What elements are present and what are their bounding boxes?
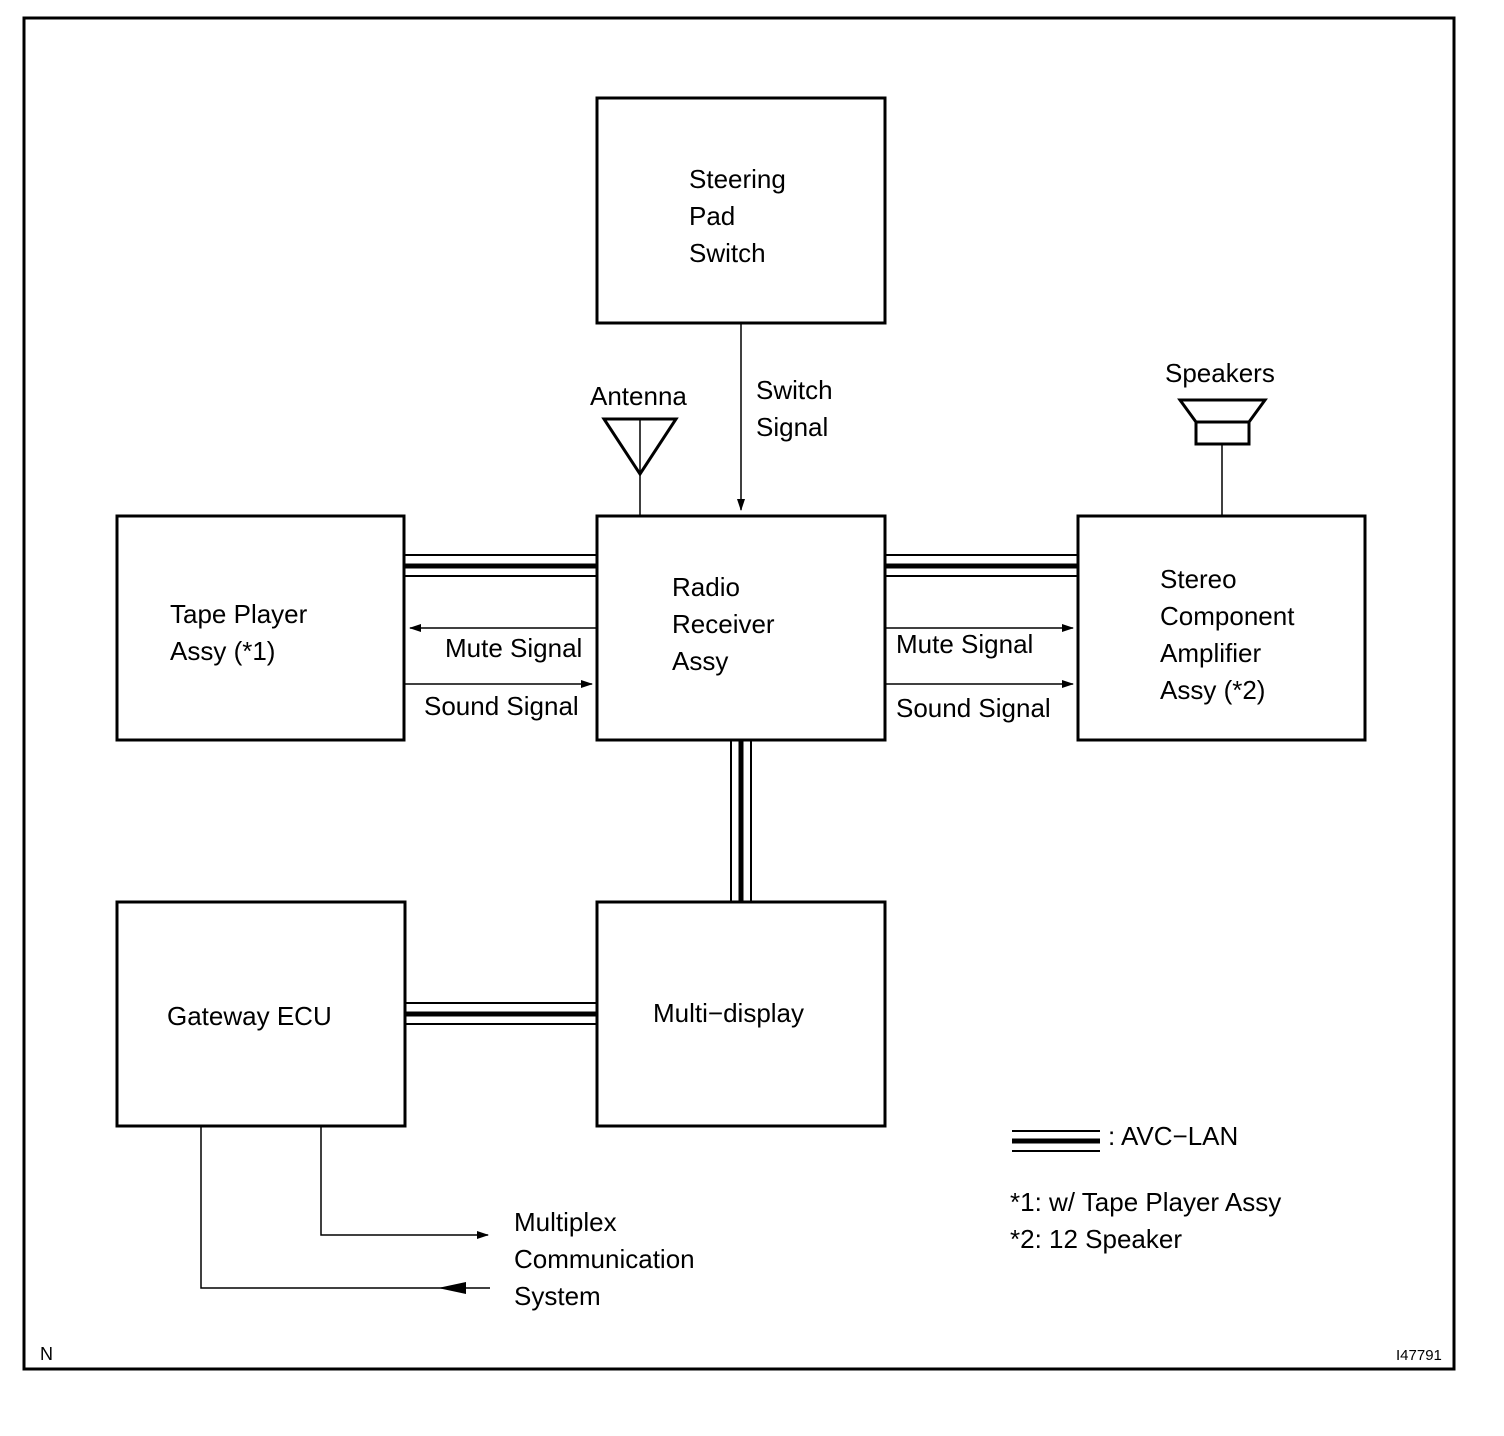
tape-line-2: Assy (*1): [170, 636, 276, 666]
mute-signal-label-right: Mute Signal: [896, 629, 1034, 659]
sound-signal-label-right: Sound Signal: [896, 693, 1051, 723]
legend-note-2: *2: 12 Speaker: [1010, 1224, 1183, 1254]
multiplex-line-1: Multiplex: [514, 1207, 617, 1237]
radio-line-2: Receiver: [672, 609, 775, 639]
avc-lan-radio-stereo: [885, 554, 1078, 577]
radio-line-3: Assy: [672, 646, 729, 676]
switch-signal-line-1: Switch: [756, 375, 833, 405]
tape-player-label: Tape Player Assy (*1): [170, 596, 307, 670]
steering-pad-switch-label: Steering Pad Switch: [689, 161, 786, 272]
sound-signal-label-left: Sound Signal: [424, 691, 579, 721]
stereo-line-1: Stereo: [1160, 564, 1237, 594]
switch-signal-label: Switch Signal: [756, 372, 833, 446]
steering-line-3: Switch: [689, 238, 766, 268]
legend-notes: *1: w/ Tape Player Assy *2: 12 Speaker: [1010, 1184, 1281, 1258]
multiplex-in-arrowhead: [438, 1282, 466, 1294]
avc-lan-radio-multidisplay: [730, 740, 752, 902]
avc-lan-gateway-multidisplay: [405, 1002, 597, 1025]
speakers-label: Speakers: [1165, 358, 1275, 388]
stereo-line-3: Amplifier: [1160, 638, 1262, 668]
stereo-amplifier-label: Stereo Component Amplifier Assy (*2): [1160, 561, 1294, 709]
steering-line-2: Pad: [689, 201, 736, 231]
corner-mark-left: N: [40, 1344, 53, 1364]
speaker-icon: [1177, 398, 1268, 516]
multiplex-line-3: System: [514, 1281, 601, 1311]
legend-note-1: *1: w/ Tape Player Assy: [1010, 1187, 1282, 1217]
multiplex-line-2: Communication: [514, 1244, 695, 1274]
figure-id: I47791: [1396, 1347, 1442, 1364]
outer-frame: [22, 16, 1456, 1371]
multiplex-in-arrow: [200, 1126, 490, 1289]
antenna-label: Antenna: [590, 381, 687, 411]
multiplex-label: Multiplex Communication System: [514, 1204, 695, 1315]
mute-signal-label-left: Mute Signal: [445, 633, 583, 663]
steering-line-1: Steering: [689, 164, 786, 194]
tape-player-box: [115, 514, 406, 742]
multidisplay-line-1: Multi−display: [653, 998, 805, 1028]
tape-line-1: Tape Player: [170, 599, 308, 629]
gateway-ecu-label: Gateway ECU: [167, 998, 332, 1035]
radio-receiver-label: Radio Receiver Assy: [672, 569, 775, 680]
stereo-line-2: Component: [1160, 601, 1295, 631]
stereo-line-4: Assy (*2): [1160, 675, 1266, 705]
legend-avc-lan-label: : AVC−LAN: [1108, 1121, 1239, 1151]
switch-signal-line-2: Signal: [756, 412, 829, 442]
radio-line-1: Radio: [672, 572, 740, 602]
antenna-icon: [601, 417, 679, 516]
avc-lan-tape-radio: [405, 554, 597, 577]
legend-avc-lan-symbol: [1012, 1130, 1100, 1152]
multiplex-out-arrow: [320, 1126, 489, 1239]
multi-display-label: Multi−display: [653, 995, 804, 1032]
gateway-line-1: Gateway ECU: [167, 1001, 332, 1031]
